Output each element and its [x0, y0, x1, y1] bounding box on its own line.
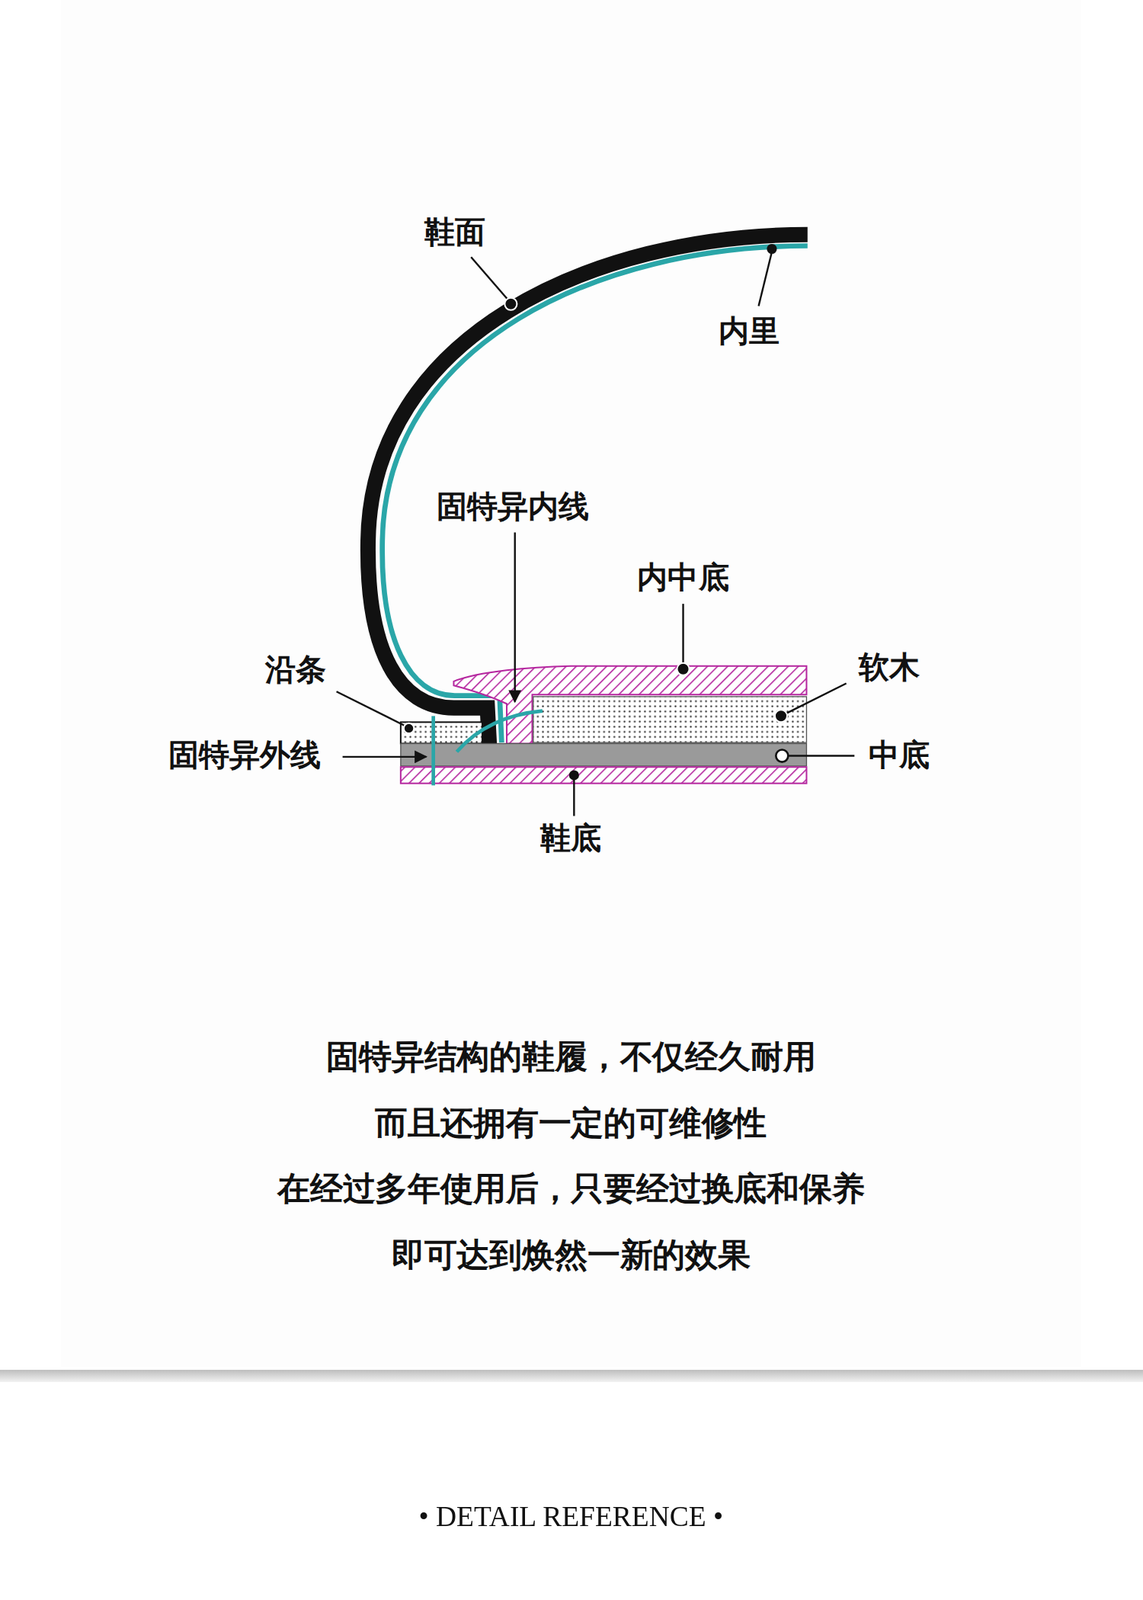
part-label: 内中底: [637, 557, 729, 599]
part-label: 固特异内线: [436, 486, 590, 529]
part-label: 软木: [858, 646, 920, 689]
part-label: 沿条: [265, 649, 327, 692]
footer-note: • DETAIL REFERENCE •: [419, 1499, 724, 1533]
part-label: 固特异外线: [168, 734, 322, 777]
part-label: 鞋面: [424, 211, 486, 254]
part-label: 内里: [718, 310, 780, 353]
part-label: 鞋底: [540, 816, 602, 859]
caption-line: 固特异结构的鞋履，不仅经久耐用: [326, 1034, 816, 1080]
caption-line: 而且还拥有一定的可维修性: [374, 1101, 767, 1147]
caption-line: 即可达到焕然一新的效果: [391, 1232, 751, 1278]
caption-line: 在经过多年使用后，只要经过换底和保养: [277, 1166, 865, 1212]
part-label: 中底: [868, 734, 930, 777]
